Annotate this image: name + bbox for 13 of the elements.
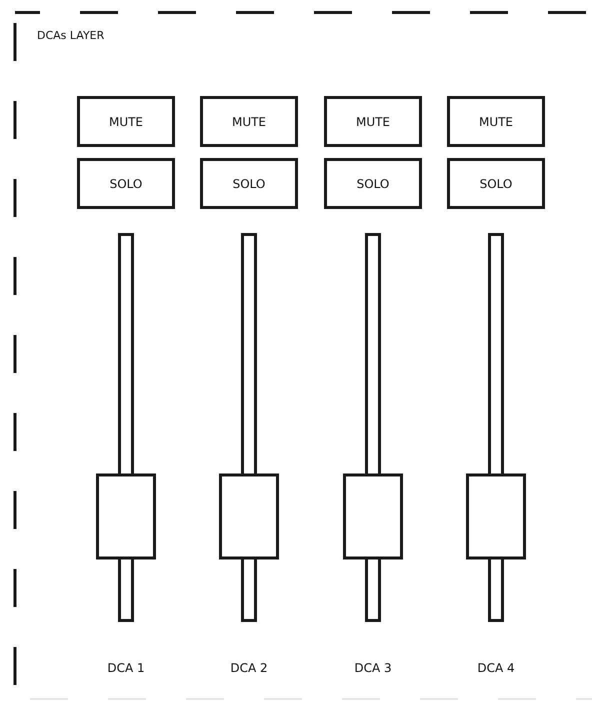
fader-label: DCA 3 xyxy=(354,661,392,675)
channel-button: SOLO xyxy=(77,158,175,209)
channel-button: SOLO xyxy=(324,158,422,209)
channel-button: MUTE xyxy=(77,96,175,147)
layer-heading: DCAs LAYER xyxy=(37,29,104,42)
channel-button: SOLO xyxy=(447,158,545,209)
channel-button: MUTE xyxy=(200,96,298,147)
channel-button: MUTE xyxy=(447,96,545,147)
channel-button: SOLO xyxy=(200,158,298,209)
fader-label: DCA 2 xyxy=(230,661,268,675)
fader-label: DCA 4 xyxy=(477,661,515,675)
channel-button: MUTE xyxy=(324,96,422,147)
fader-label: DCA 1 xyxy=(107,661,145,675)
